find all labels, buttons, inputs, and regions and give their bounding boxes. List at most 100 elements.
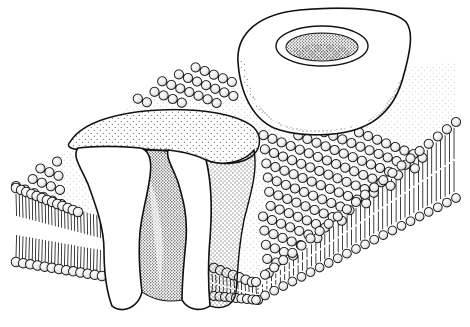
lipid-head xyxy=(315,227,324,236)
lipid-head xyxy=(218,74,227,83)
lipid-tail xyxy=(26,197,27,219)
lipid-head xyxy=(374,149,383,158)
lipid-tail xyxy=(29,237,30,259)
lipid-head xyxy=(356,142,365,151)
lipid-head xyxy=(168,94,177,103)
lipid-tail xyxy=(87,213,88,235)
lipid-tail xyxy=(48,241,49,263)
lipid-head xyxy=(259,131,268,140)
lipid-head xyxy=(297,159,306,168)
lipid-tail xyxy=(19,236,20,258)
lipid-head xyxy=(388,226,397,235)
lipid-head xyxy=(339,149,348,158)
lipid-tail xyxy=(19,195,20,217)
lipid-tail xyxy=(97,215,98,237)
lipid-tail xyxy=(84,212,85,234)
lipid-head xyxy=(415,147,424,156)
lipid-head xyxy=(373,135,382,144)
lipid-head xyxy=(343,249,352,258)
lipid-head xyxy=(274,191,283,200)
lipid-tail xyxy=(39,239,40,261)
lipid-head xyxy=(159,91,168,100)
lipid-head xyxy=(177,98,186,107)
lipid-head xyxy=(368,174,377,183)
lipid-head xyxy=(334,188,343,197)
lipid-head xyxy=(315,166,324,175)
lipid-head xyxy=(279,256,288,265)
lipid-tail xyxy=(45,240,46,262)
lipid-head xyxy=(270,263,279,272)
lipid-head xyxy=(304,149,313,158)
lipid-head xyxy=(342,177,351,186)
lipid-head xyxy=(343,191,352,200)
lipid-head xyxy=(284,209,293,218)
lipid-head xyxy=(330,145,339,154)
lipid-head xyxy=(176,84,185,93)
lipid-head xyxy=(270,286,279,295)
lipid-head xyxy=(302,216,311,225)
lipid-head xyxy=(324,170,333,179)
pore-inner-rim xyxy=(294,44,350,60)
lipid-head xyxy=(286,141,295,150)
lipid-head xyxy=(281,180,290,189)
lipid-head xyxy=(341,163,350,172)
lipid-head xyxy=(350,167,359,176)
lipid-head xyxy=(202,81,211,90)
lipid-head xyxy=(375,163,384,172)
lipid-head xyxy=(388,168,397,177)
lipid-head xyxy=(278,233,287,242)
lipid-head xyxy=(391,142,400,151)
lipid-tail xyxy=(39,200,40,222)
lipid-head xyxy=(301,202,310,211)
lipid-head xyxy=(433,203,442,212)
lipid-head xyxy=(297,272,306,281)
lipid-tail xyxy=(71,245,72,267)
lipid-tail xyxy=(16,235,17,257)
lipid-head xyxy=(319,209,328,218)
lipid-head xyxy=(452,194,461,203)
lipid-head xyxy=(288,156,297,165)
lipid-head xyxy=(54,171,63,180)
lipid-head xyxy=(220,88,229,97)
lipid-tail xyxy=(26,237,27,259)
lipid-head xyxy=(275,205,284,214)
lipid-head xyxy=(322,156,331,165)
lipid-head xyxy=(383,153,392,162)
lipid-head xyxy=(364,132,373,141)
lipid-tail xyxy=(35,199,36,221)
lipid-head xyxy=(183,73,192,82)
lipid-head xyxy=(260,145,269,154)
lipid-head xyxy=(324,259,333,268)
lipid-head xyxy=(37,178,46,187)
lipid-head xyxy=(150,87,159,96)
lipid-head xyxy=(185,88,194,97)
lipid-head xyxy=(191,63,200,72)
lipid-head xyxy=(53,157,62,166)
lipid-head xyxy=(347,138,356,147)
lipid-head xyxy=(268,216,277,225)
lipid-tail xyxy=(90,214,91,236)
lipid-head xyxy=(280,166,289,175)
lipid-tail xyxy=(68,244,69,266)
lipid-head xyxy=(286,223,295,232)
lipid-head xyxy=(279,282,288,291)
lipid-head xyxy=(260,226,269,235)
lipid-head xyxy=(263,173,272,182)
lipid-head xyxy=(227,77,236,86)
lipid-tail xyxy=(94,214,95,236)
lipid-head xyxy=(297,241,306,250)
lipid-head xyxy=(252,296,261,305)
lipid-head xyxy=(306,163,315,172)
lipid-head xyxy=(351,197,360,206)
lipid-head xyxy=(262,159,271,168)
lipid-head xyxy=(306,234,315,243)
lipid-tail xyxy=(42,240,43,262)
lipid-tail xyxy=(81,247,82,269)
lipid-head xyxy=(289,170,298,179)
lipid-head xyxy=(158,77,167,86)
lipid-head xyxy=(45,168,54,177)
lipid-head xyxy=(370,183,379,192)
lipid-head xyxy=(288,277,297,286)
lipid-head xyxy=(292,198,301,207)
